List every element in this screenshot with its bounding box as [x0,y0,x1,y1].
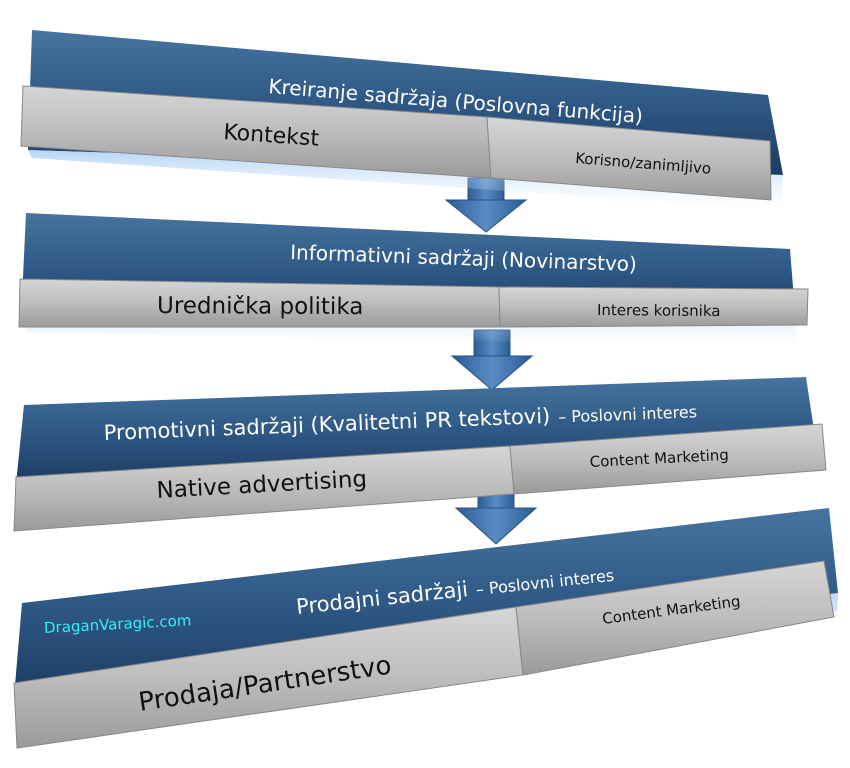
stage-2-label-bar-right [498,286,809,328]
stage-1-label-bar-right [486,116,772,201]
stage-2: Informativni sadržaji (Novinarstvo) Ured… [18,213,809,347]
stage-4-banner [14,508,838,697]
stage-1-glow [28,150,783,210]
stage-3: Promotivni sadržaji (Kvalitetni PR tekst… [13,377,827,532]
stage-2-left-label: Urednička politika [157,293,363,320]
stage-2-right-label: Interes korisnika [597,301,721,320]
stage-1: Kreiranje sadržaja (Poslovna funkcija) K… [20,30,783,210]
stage-4: Prodajni sadržaji– Poslovni interes Prod… [13,508,838,749]
stage-4-label-bar-right [515,560,835,676]
stage-3-label-bar-right [509,423,827,495]
